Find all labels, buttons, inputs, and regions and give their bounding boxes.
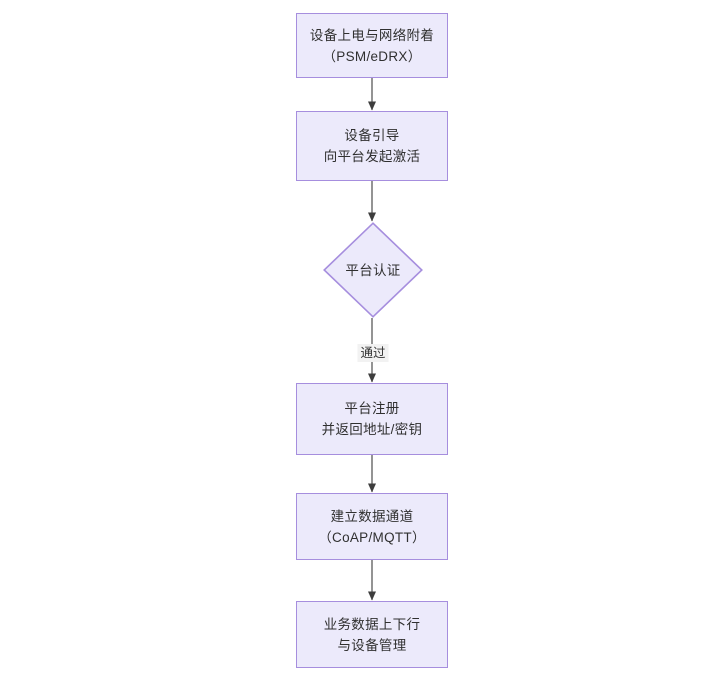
diamond-shape [323,222,423,318]
node-establish-data-channel[interactable]: 建立数据通道 （CoAP/MQTT） [296,493,448,560]
node-line: 平台注册 [344,401,400,416]
node-device-power-on[interactable]: 设备上电与网络附着 （PSM/eDRX） [296,13,448,78]
node-line: 建立数据通道 [330,508,414,524]
node-platform-authentication[interactable]: 平台认证 [323,222,423,318]
node-line: 平台认证 [345,262,401,278]
node-line: （CoAP/MQTT） [318,529,426,545]
node-line: 与设备管理 [337,637,407,653]
node-business-data-and-device-management[interactable]: 业务数据上下行 与设备管理 [296,601,448,668]
node-line: 设备引导 [344,128,400,143]
node-line: 并返回地址/密钥 [321,422,423,437]
edge-label-pass: 通过 [357,344,389,362]
node-device-bootstrap[interactable]: 设备引导 向平台发起激活 [296,111,448,181]
node-line: 设备上电与网络附着 [309,27,435,43]
node-line: 向平台发起激活 [323,149,421,164]
node-platform-registration[interactable]: 平台注册 并返回地址/密钥 [296,383,448,455]
node-line: （PSM/eDRX） [322,48,422,64]
node-line: 业务数据上下行 [323,616,421,632]
